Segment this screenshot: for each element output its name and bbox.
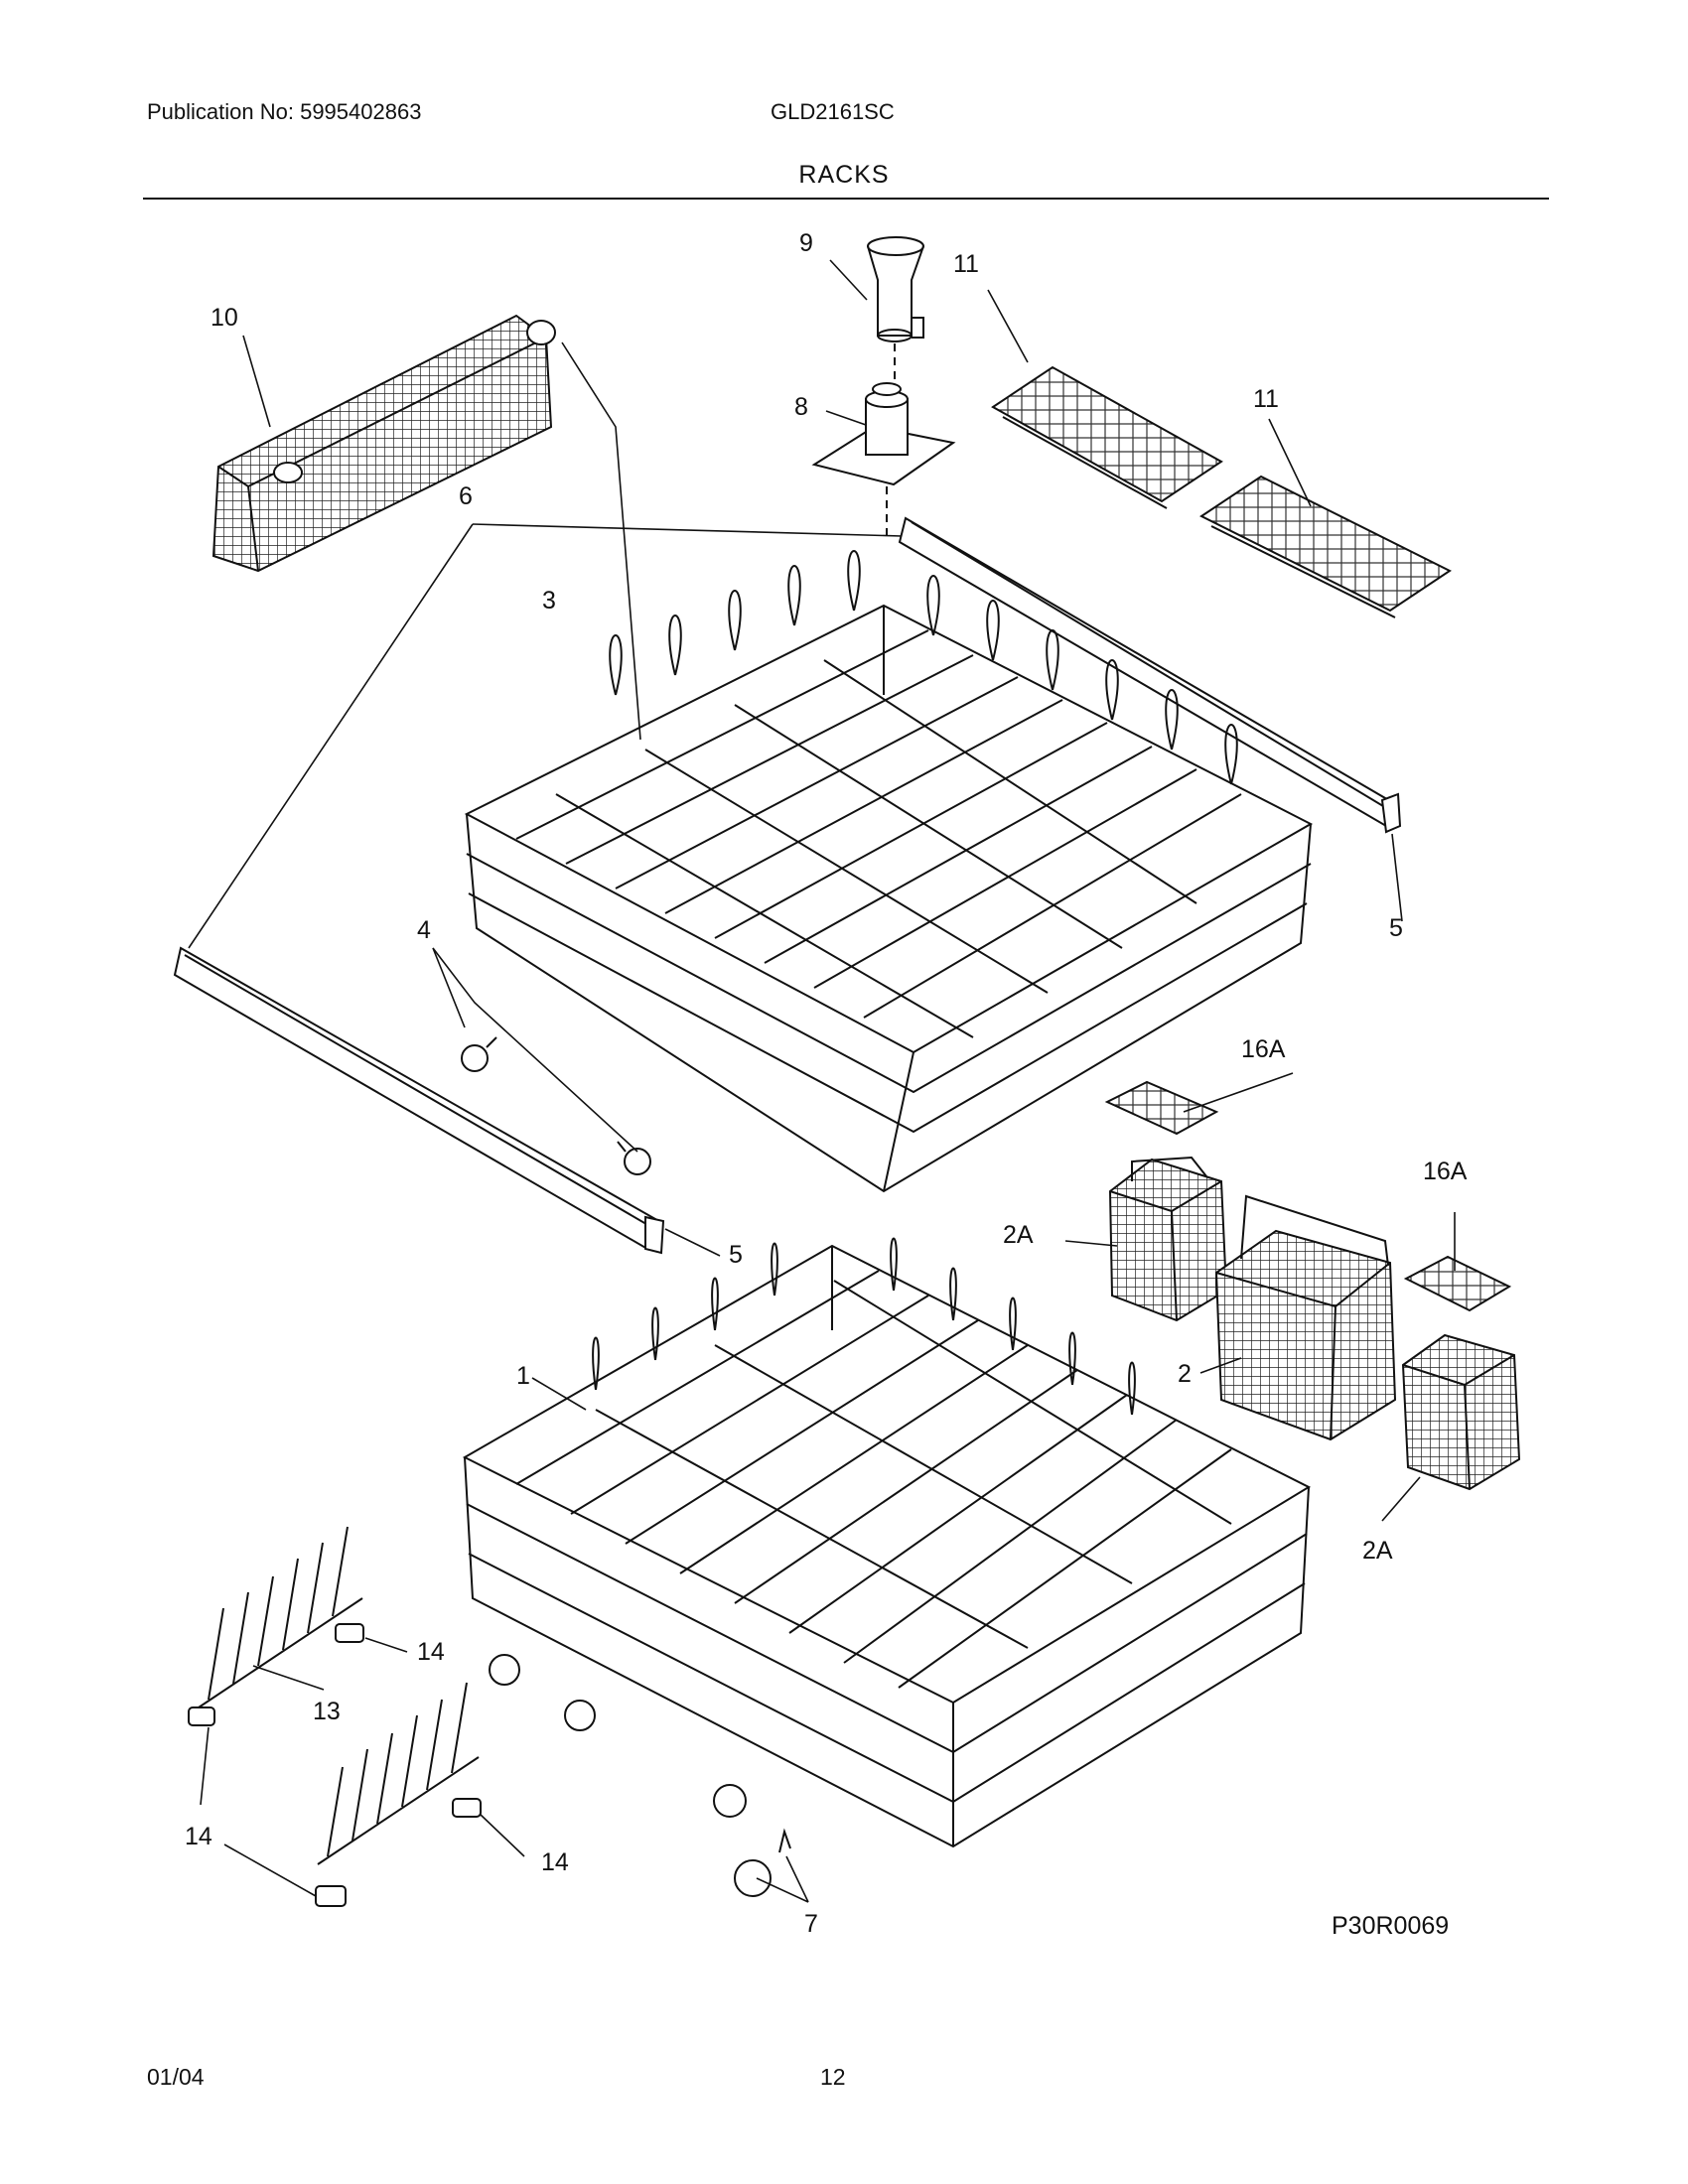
drawing-code: P30R0069 — [1332, 1912, 1449, 1940]
callout-6: 6 — [459, 482, 473, 510]
silverware-basket-part — [211, 314, 556, 573]
basket-cover-upper-part — [1104, 1080, 1219, 1136]
spray-cup-part — [867, 236, 924, 397]
leader-lines — [188, 259, 1456, 1903]
rack-rail-left-part — [173, 946, 665, 1255]
lower-wheel-part — [734, 1828, 791, 1897]
basket-cover-lower-part — [1403, 1255, 1512, 1312]
section-title: RACKS — [798, 161, 890, 189]
callout-13: 13 — [313, 1698, 341, 1725]
callout-16a-upper: 16A — [1241, 1035, 1286, 1063]
callout-5-left: 5 — [729, 1241, 743, 1269]
rack-wheel-part — [461, 1036, 651, 1175]
model-number: GLD2161SC — [771, 99, 895, 124]
fold-down-tines-lower-part — [317, 1682, 480, 1865]
tine-clip-part — [188, 1623, 482, 1907]
callout-2a-upper: 2A — [1003, 1221, 1034, 1249]
lower-dish-rack-part — [462, 1237, 1312, 1848]
publication-number: Publication No: 5995402863 — [147, 99, 422, 124]
small-basket-lower-part — [1401, 1333, 1521, 1491]
large-basket-part — [1214, 1194, 1397, 1441]
header-divider — [143, 198, 1549, 200]
callout-14-upper: 14 — [417, 1638, 445, 1666]
shelf-insert-lower-part — [1199, 475, 1452, 618]
callout-14-left: 14 — [185, 1823, 212, 1850]
upper-dish-rack-part — [464, 550, 1314, 1193]
callout-2: 2 — [1178, 1360, 1192, 1388]
callout-5-right: 5 — [1389, 914, 1403, 942]
callout-11-lower: 11 — [1253, 385, 1279, 413]
callout-9: 9 — [799, 229, 813, 257]
small-basket-upper-part — [1108, 1156, 1228, 1322]
spray-base-part — [811, 382, 956, 541]
callout-1: 1 — [516, 1362, 530, 1390]
callout-7: 7 — [804, 1910, 818, 1938]
callout-4: 4 — [417, 916, 431, 944]
fold-down-tines-upper-part — [198, 1526, 363, 1708]
callout-8: 8 — [794, 393, 808, 421]
callout-10: 10 — [211, 304, 238, 332]
rack-rail-right-part — [898, 516, 1402, 834]
callout-16a-lower: 16A — [1423, 1158, 1468, 1185]
callout-2a-lower: 2A — [1362, 1537, 1393, 1565]
callout-14-right: 14 — [541, 1848, 569, 1876]
shelf-insert-upper-part — [991, 365, 1223, 509]
callout-11-upper: 11 — [953, 250, 979, 278]
page-number: 12 — [820, 2064, 846, 2090]
callout-3: 3 — [542, 587, 556, 614]
publication-date: 01/04 — [147, 2064, 205, 2090]
